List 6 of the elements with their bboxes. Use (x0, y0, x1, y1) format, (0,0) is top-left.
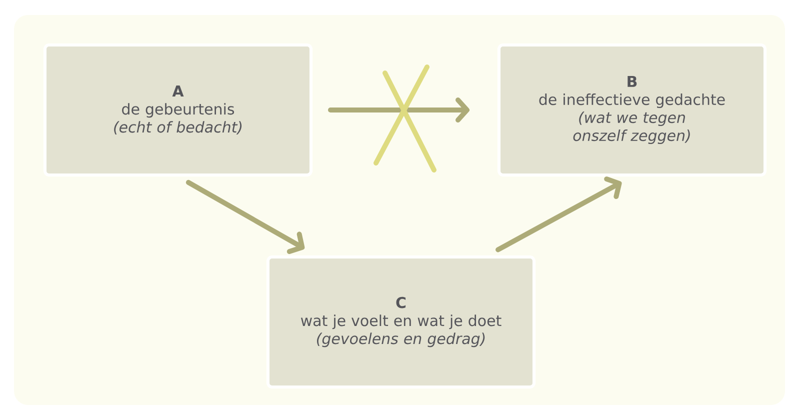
arrow (186, 180, 305, 254)
arrow (496, 176, 622, 252)
text-box: B de ineffectieve gedachte (wat we tegen onszelf zeggen) (498, 44, 766, 176)
text-box: A de gebeurtenis (echt of bedacht) (44, 44, 312, 176)
text-box: C wat je voelt en wat je doet (gevoelens en gedrag) (266, 255, 536, 388)
arrow (328, 98, 470, 122)
